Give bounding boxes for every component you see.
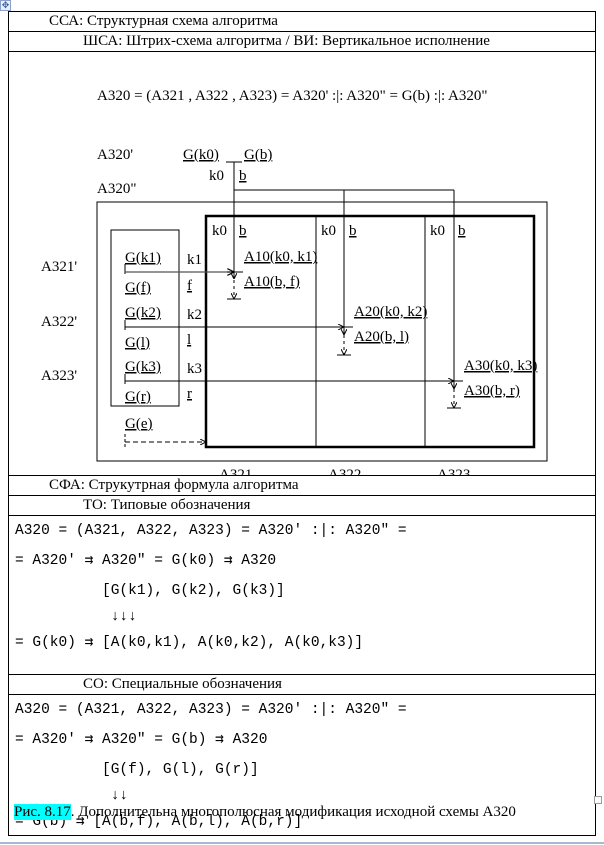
typical-formula: A320 = (A321, A322, A323) = A320' :|: A3… bbox=[9, 516, 595, 675]
typical-line-1: A320 = (A321, A322, A323) = A320' :|: A3… bbox=[15, 523, 407, 539]
block-a30-bottom: A30(b, r) bbox=[464, 383, 520, 399]
special-formula: A320 = (A321, A322, A323) = A320' :|: A3… bbox=[9, 695, 595, 835]
port-k2: k2 bbox=[187, 307, 202, 323]
bar-scheme-diagram: A320 = (A321 , A322 , A323) = A320' :|: … bbox=[9, 52, 595, 483]
generator-box bbox=[110, 229, 180, 407]
gen-ge: G(e) bbox=[125, 416, 152, 432]
col-label-a322: A322 bbox=[328, 467, 361, 476]
block-a30-top: A30(k0, k3) bbox=[464, 358, 537, 374]
header-to: ТО: Типовые обозначения bbox=[9, 496, 595, 516]
label-k0-top: k0 bbox=[209, 168, 224, 184]
col1-b: b bbox=[239, 223, 247, 239]
gen-gr: G(r) bbox=[125, 389, 151, 405]
special-line-2: = A320' ⇉ A320" = G(b) ⇉ A320 bbox=[15, 732, 268, 748]
label-gk0: G(k0) bbox=[183, 147, 219, 163]
special-line-3: [G(f), G(l), G(r)] bbox=[15, 762, 259, 778]
block-a20-top: A20(k0, k2) bbox=[354, 304, 427, 320]
label-a320-prime: A320' bbox=[97, 147, 133, 163]
row-label-a322: A322' bbox=[41, 314, 77, 330]
figure-ref: Рис. 8.17 bbox=[14, 804, 71, 820]
figure-caption: Рис. 8.17. Дополнительна многополюсная м… bbox=[14, 804, 516, 821]
diagram-formula: A320 = (A321 , A322 , A323) = A320' :|: … bbox=[97, 88, 488, 104]
typical-line-2: = A320' ⇉ A320" = G(k0) ⇉ A320 bbox=[15, 553, 277, 569]
col3-b: b bbox=[458, 223, 466, 239]
gen-gk2: G(k2) bbox=[125, 305, 161, 321]
row-label-a323: A323' bbox=[41, 368, 77, 384]
diagram-svg: A320 = (A321 , A322 , A323) = A320' :|: … bbox=[41, 88, 548, 483]
special-line-4: ↓↓ bbox=[15, 788, 129, 804]
col-label-a321: A321 bbox=[219, 467, 252, 476]
a320-grid-box bbox=[204, 214, 536, 449]
label-a320-dprime: A320" bbox=[97, 181, 136, 197]
port-k1: k1 bbox=[187, 252, 202, 268]
header-so: СО: Специальные обозначения bbox=[9, 675, 595, 695]
gen-gf: G(f) bbox=[125, 280, 151, 296]
header-sfa: СФА: Струкутрная формула алгоритма bbox=[9, 476, 595, 496]
col2-k0: k0 bbox=[321, 223, 336, 239]
block-a10-bottom: A10(b, f) bbox=[244, 274, 300, 290]
col2-b: b bbox=[349, 223, 357, 239]
col3-k0: k0 bbox=[430, 223, 445, 239]
gen-gk1: G(k1) bbox=[125, 250, 161, 266]
block-a20-bottom: A20(b, l) bbox=[354, 329, 409, 345]
header-ssa: ССА: Структурная схема алгоритма bbox=[9, 12, 595, 32]
row-label-a321: A321' bbox=[41, 259, 77, 275]
page-bottom-divider bbox=[0, 842, 604, 844]
port-r: r bbox=[187, 386, 192, 402]
typical-line-5: = G(k0) ⇉ [A(k0,k1), A(k0,k2), A(k0,k3)] bbox=[15, 635, 364, 651]
header-shsa: ШСА: Штрих-схема алгоритма / ВИ: Вертика… bbox=[9, 32, 595, 52]
port-k3: k3 bbox=[187, 361, 202, 377]
col-label-a323: A323 bbox=[437, 467, 470, 476]
typical-line-4: ↓↓↓ bbox=[15, 609, 137, 625]
special-line-5: = G(b) ⇉ [A(b,f), A(b,l), A(b,r)] bbox=[15, 814, 303, 830]
label-gb: G(b) bbox=[244, 147, 272, 163]
table-move-handle-icon[interactable]: ✥ bbox=[0, 0, 11, 11]
a320-outer-box bbox=[96, 201, 548, 462]
algorithm-table: ССА: Структурная схема алгоритма ШСА: Шт… bbox=[8, 11, 596, 836]
label-b-top: b bbox=[239, 168, 247, 184]
port-l: l bbox=[187, 332, 191, 348]
typical-line-3: [G(k1), G(k2), G(k3)] bbox=[15, 583, 285, 599]
block-a10-top: A10(k0, k1) bbox=[244, 249, 317, 265]
special-line-1: A320 = (A321, A322, A323) = A320' :|: A3… bbox=[15, 702, 407, 718]
caption-text: . Дополнительна многополюсная модификаци… bbox=[70, 804, 516, 820]
table-resize-handle[interactable] bbox=[594, 796, 602, 804]
gen-gl: G(l) bbox=[125, 335, 150, 351]
port-f: f bbox=[187, 278, 192, 294]
col1-k0: k0 bbox=[212, 223, 227, 239]
gen-gk3: G(k3) bbox=[125, 359, 161, 375]
